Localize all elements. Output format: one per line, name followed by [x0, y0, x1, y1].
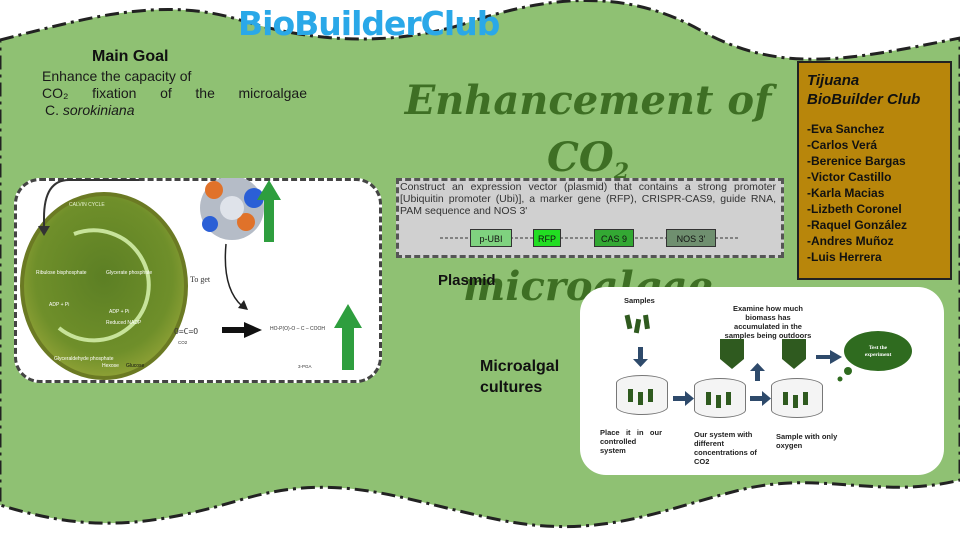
rubisco-protein-icon	[200, 178, 264, 240]
flag-icon	[720, 339, 744, 369]
team-member: -Victor Castillo	[807, 170, 892, 184]
svg-text:ADP + Pi: ADP + Pi	[109, 309, 129, 315]
team-member: -Karla Macias	[807, 186, 885, 200]
algae-samples	[628, 389, 808, 408]
svg-text:ADP + Pi: ADP + Pi	[49, 302, 69, 308]
samples-label: Samples	[624, 296, 655, 305]
plasmid-diagram	[396, 178, 784, 258]
plasmid-label: Plasmid	[438, 272, 496, 289]
team-member: -Raquel González	[807, 218, 908, 232]
team-member: -Berenice Bargas	[807, 154, 906, 168]
calvin-cycle-diagram: CALVIN CYCLE Ribulose bisphosphate Glyce…	[20, 178, 362, 380]
examine-label: Examine how much biomass has accumulated…	[724, 304, 812, 340]
oxygen-label: Sample with only oxygen	[776, 432, 838, 450]
team-member: -Eva Sanchez	[807, 122, 885, 136]
cycle-title: CALVIN CYCLE	[69, 202, 105, 208]
test-cloud-icon	[844, 331, 912, 371]
svg-text:Test the: Test the	[869, 345, 888, 351]
co2-molecule: O=C=O	[174, 327, 198, 336]
svg-text:Glyceraldehyde phosphate: Glyceraldehyde phosphate	[54, 356, 114, 362]
svg-text:CO2: CO2	[178, 340, 188, 345]
main-goal-title: Main Goal	[92, 48, 169, 65]
svg-text:3-PGA: 3-PGA	[298, 364, 312, 369]
to-get-label: To get	[190, 275, 211, 284]
pga-molecule: HO-P(O)-O ‒ C ‒ COOH	[270, 326, 325, 332]
culture-vessel	[771, 378, 823, 418]
microalgal-process-diagram: Test the experiment	[624, 314, 912, 406]
flag-icon	[782, 339, 806, 369]
system-label: Our system with different concentrations…	[694, 430, 757, 466]
increase-arrow-icon	[334, 304, 362, 370]
gene-rfp: RFP	[533, 229, 561, 247]
gene-cas9: CAS 9	[594, 229, 634, 247]
svg-text:Glucose: Glucose	[126, 363, 145, 369]
logo: BioBuilderClub	[238, 4, 500, 43]
svg-text:Hexose: Hexose	[102, 363, 119, 369]
team-member: -Andres Muñoz	[807, 234, 894, 248]
svg-text:Ribulose bisphosphate: Ribulose bisphosphate	[36, 270, 87, 276]
team-member: -Carlos Verá	[807, 138, 878, 152]
plasmid-description: Construct an expression vector (plasmid)…	[400, 181, 776, 217]
increase-arrow-icon	[257, 180, 281, 242]
svg-text:Reduced NADP: Reduced NADP	[106, 320, 142, 326]
place-label: Place it in our controlled system	[600, 428, 662, 455]
team-member: -Luis Herrera	[807, 250, 882, 264]
gene-nos3: NOS 3'	[666, 229, 716, 247]
svg-text:experiment: experiment	[865, 352, 892, 358]
team-member: -Lizbeth Coronel	[807, 202, 902, 216]
gene-p-ubi: p-UBI	[470, 229, 512, 247]
svg-text:Glycerate phosphate: Glycerate phosphate	[106, 270, 152, 276]
